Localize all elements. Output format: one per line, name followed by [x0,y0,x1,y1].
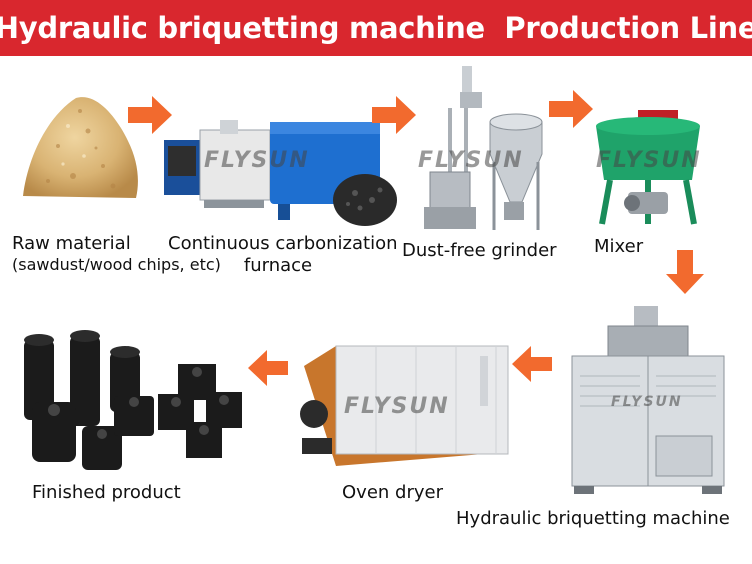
page-title: Hydraulic briquetting machine Production… [0,11,752,45]
left-arrow-icon [512,346,552,382]
hydraulic-briquetting-machine-image [568,306,728,496]
furnace-line2: furnace [243,254,313,276]
carbonization-furnace-image [160,108,400,233]
watermark: FLYSUN [344,394,450,419]
mixer-image [588,108,708,230]
right-arrow-icon [128,96,172,134]
furnace-label: Continuous carbonization furnace [168,233,398,276]
dust-free-grinder-image [420,62,560,237]
title-banner: Hydraulic briquetting machine Production… [0,0,752,56]
raw-material-line2: (sawdust/wood chips, etc) [12,254,221,274]
mixer-label: Mixer [594,236,644,257]
left-arrow-icon [248,350,288,386]
watermark: FLYSUN [596,148,702,173]
watermark: FLYSUN [611,394,683,410]
watermark: FLYSUN [418,148,524,173]
raw-material-image [18,86,143,206]
down-arrow-icon [666,250,704,294]
product-label: Finished product [32,482,181,503]
raw-material-label: Raw material (sawdust/wood chips, etc) [12,233,221,274]
right-arrow-icon [372,96,416,134]
furnace-line1: Continuous carbonization [168,233,398,254]
dryer-label: Oven dryer [342,482,443,503]
finished-product-image [18,330,248,480]
press-label: Hydraulic briquetting machine [456,508,730,529]
raw-material-line1: Raw material [12,233,131,254]
watermark: FLYSUN [204,148,310,173]
grinder-label: Dust-free grinder [402,240,557,261]
oven-dryer-image [296,342,516,472]
right-arrow-icon [549,90,593,128]
